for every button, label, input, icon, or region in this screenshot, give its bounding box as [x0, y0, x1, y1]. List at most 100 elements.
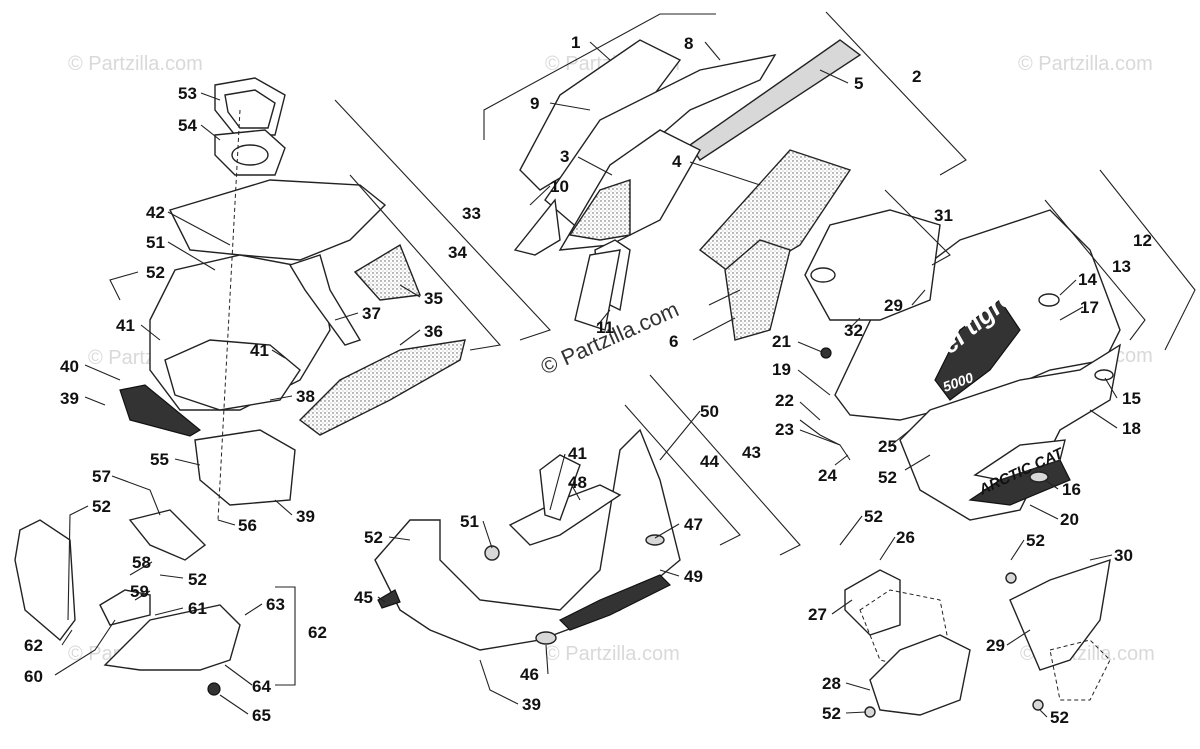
- callout-35: 35: [424, 289, 443, 308]
- leader-40: [84, 364, 121, 381]
- hood-vent-left-part: [810, 267, 836, 283]
- hood-upper-part: [834, 209, 1121, 421]
- callout-65: 65: [252, 706, 271, 725]
- callout-51b: 51: [460, 512, 479, 531]
- leader-7: [708, 289, 741, 306]
- bracket-31: [884, 189, 951, 266]
- windshield-bracket-part: [513, 198, 561, 256]
- leader-18: [1089, 409, 1118, 429]
- callout-52c: 52: [188, 570, 207, 589]
- leader-42: [167, 211, 231, 246]
- bracket-12: [1099, 169, 1196, 351]
- leader-39a: [84, 396, 106, 406]
- leader-52c: [159, 574, 184, 579]
- belly-pan-stripe-part: [558, 574, 672, 631]
- callout-42: 42: [146, 203, 165, 222]
- leader-55: [174, 458, 201, 466]
- callout-32: 32: [844, 321, 863, 340]
- callout-41b: 41: [250, 341, 269, 360]
- belly-pan-tab-part: [539, 454, 581, 521]
- leader-53: [200, 92, 221, 101]
- callout-12: 12: [1133, 231, 1152, 250]
- leader-50: [659, 410, 701, 461]
- gauge-gasket-inner-part: [224, 89, 276, 129]
- callouts: 1 2 3 4 5 6 8 9 10 11 12 13 14 15 16 17 …: [24, 33, 1152, 727]
- fastener-part: [1005, 572, 1017, 584]
- leader-39c: [479, 659, 519, 705]
- callout-38: 38: [296, 387, 315, 406]
- callout-52f: 52: [864, 507, 883, 526]
- watermark-text: © Partzilla.com: [545, 643, 680, 665]
- callout-26: 26: [896, 528, 915, 547]
- lower-cover-part: [103, 604, 241, 671]
- leader-22: [799, 401, 821, 421]
- console-lower-part: [164, 339, 301, 411]
- leader-52b: [67, 505, 89, 621]
- callout-46: 46: [520, 665, 539, 684]
- bracket-44: [624, 404, 741, 546]
- leader-59: [134, 590, 151, 601]
- belly-pan-rivet-part: [377, 589, 401, 609]
- callout-4: 4: [672, 152, 682, 171]
- leader-19: [797, 369, 831, 396]
- leader-10: [529, 185, 551, 206]
- leader-8: [704, 41, 721, 61]
- watermark-text: © Partzilla.com: [1018, 53, 1153, 75]
- left-console-group: [119, 77, 466, 506]
- leader-5: [819, 69, 849, 84]
- callout-52h: 52: [1026, 531, 1045, 550]
- leader-9: [549, 102, 591, 111]
- leader-1: [589, 41, 611, 61]
- callout-2: 2: [912, 67, 921, 86]
- bracket-34: [349, 174, 502, 351]
- leader-26: [879, 536, 896, 561]
- callout-41c: 41: [568, 444, 587, 463]
- callout-34: 34: [448, 243, 467, 262]
- belly-pan-group: [374, 428, 681, 651]
- callout-30: 30: [1114, 546, 1133, 565]
- air-box-cover-part: [128, 509, 207, 561]
- console-foam-small-part: [353, 243, 421, 301]
- callout-52b: 52: [92, 497, 111, 516]
- gauge-bezel-opening-part: [231, 144, 269, 166]
- callout-16: 16: [1062, 480, 1081, 499]
- callout-11: 11: [596, 318, 614, 337]
- console-foam-long-part: [298, 339, 466, 436]
- fastener-part: [864, 706, 876, 718]
- bracket-33: [334, 99, 551, 341]
- callout-58: 58: [132, 553, 151, 572]
- bracket-2: [825, 11, 967, 176]
- callout-59: 59: [130, 582, 149, 601]
- leader-52j: [1039, 709, 1048, 718]
- callout-60: 60: [24, 667, 43, 686]
- vent-outline-dashed: [859, 589, 951, 671]
- hood-vent-cap-part: [1038, 293, 1060, 307]
- leader-52f: [388, 536, 411, 541]
- side-panel-outline-dashed: [1049, 639, 1111, 701]
- callout-23: 23: [775, 420, 794, 439]
- leader-41c: [549, 453, 566, 511]
- console-top-part: [169, 179, 387, 261]
- callout-5: 5: [854, 74, 863, 93]
- leader-35: [399, 284, 421, 298]
- bracket-13: [1044, 199, 1146, 341]
- leader-41a: [140, 324, 161, 341]
- hood-logo-panel-part: [934, 299, 1021, 401]
- hood-clip-part: [820, 347, 832, 359]
- callout-19: 19: [772, 360, 791, 379]
- callout-13: 13: [1112, 257, 1131, 276]
- leader-29b: [1006, 629, 1031, 646]
- callout-29b: 29: [986, 636, 1005, 655]
- callout-36: 36: [424, 322, 443, 341]
- callout-63: 63: [266, 595, 285, 614]
- leader-63: [244, 603, 263, 616]
- bracket-43: [649, 374, 801, 556]
- leader-24: [834, 454, 849, 466]
- callout-52d: 52: [364, 528, 383, 547]
- callout-56: 56: [238, 516, 257, 535]
- leader-32: [847, 317, 861, 331]
- callout-29a: 29: [884, 296, 903, 315]
- leader-lines: [54, 11, 1196, 718]
- leader-38: [269, 395, 293, 401]
- callout-9: 9: [530, 94, 539, 113]
